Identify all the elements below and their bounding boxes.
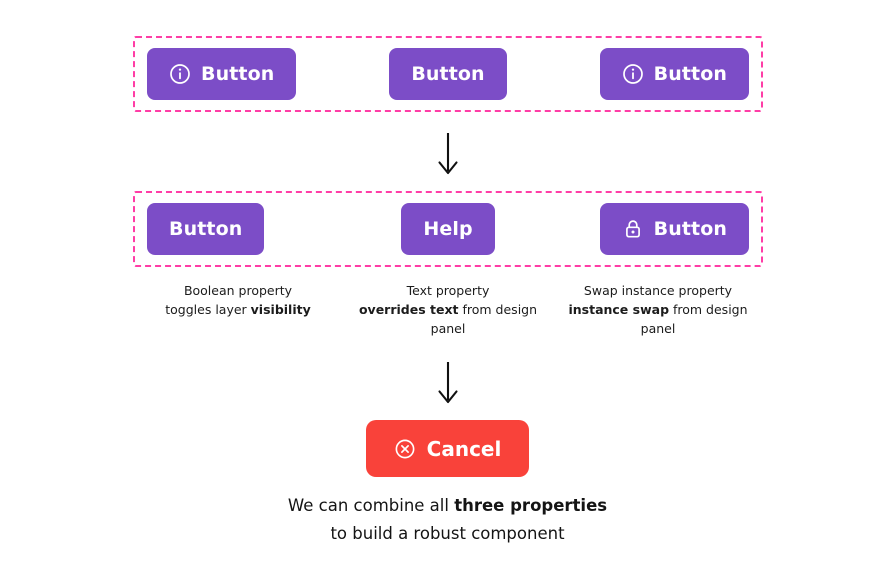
footer-line-1-pre: We can combine all bbox=[287, 496, 455, 515]
footer-note: We can combine all three properties to b… bbox=[0, 492, 895, 548]
row2-button-3[interactable]: Button bbox=[599, 203, 750, 255]
caption-text-property: Text property overrides text from design… bbox=[343, 281, 553, 338]
property-captions: Boolean property toggles layer visibilit… bbox=[133, 281, 763, 338]
down-arrow-icon bbox=[437, 362, 458, 404]
caption-3-line-2-bold: instance swap bbox=[568, 302, 670, 317]
row2-slot-left: Button bbox=[147, 203, 348, 255]
caption-3-line-3: panel bbox=[640, 321, 676, 336]
down-arrow-icon bbox=[437, 133, 458, 175]
combined-property-group-frame: Button Help Button bbox=[133, 191, 763, 267]
caption-1-line-1: Boolean property bbox=[183, 283, 293, 298]
boolean-property-group-frame: Button Button Button bbox=[133, 36, 763, 112]
row1-button-3-label: Button bbox=[653, 62, 728, 85]
row1-slot-center: Button bbox=[348, 48, 549, 100]
caption-2-line-2-bold: overrides text bbox=[358, 302, 459, 317]
footer-line-1-bold: three properties bbox=[454, 496, 608, 515]
caption-boolean-property: Boolean property toggles layer visibilit… bbox=[133, 281, 343, 338]
row1-slot-right: Button bbox=[548, 48, 750, 100]
caption-2-line-3: panel bbox=[430, 321, 466, 336]
caption-3-line-1: Swap instance property bbox=[583, 283, 733, 298]
row2-button-1[interactable]: Button bbox=[147, 203, 265, 255]
lock-icon bbox=[622, 218, 644, 240]
row1-button-2-label: Button bbox=[411, 62, 485, 85]
caption-1-line-2-pre: toggles layer bbox=[165, 302, 251, 317]
footer-line-1: We can combine all three properties bbox=[0, 492, 895, 520]
row2-button-help[interactable]: Help bbox=[401, 203, 495, 255]
row2-slot-right: Button bbox=[548, 203, 750, 255]
caption-1-line-2-bold: visibility bbox=[250, 302, 311, 317]
row2-button-help-label: Help bbox=[423, 217, 473, 240]
cancel-button[interactable]: Cancel bbox=[365, 420, 530, 477]
info-icon bbox=[622, 63, 644, 85]
flow-arrow-1 bbox=[0, 131, 895, 177]
flow-arrow-2 bbox=[0, 360, 895, 406]
row1-slot-left: Button bbox=[147, 48, 348, 100]
row2-button-1-label: Button bbox=[169, 217, 243, 240]
caption-2-line-1: Text property bbox=[406, 283, 490, 298]
row1-button-1[interactable]: Button bbox=[147, 48, 297, 100]
row2-slot-center: Help bbox=[348, 203, 549, 255]
footer-line-2: to build a robust component bbox=[330, 524, 565, 543]
row2-button-3-label: Button bbox=[653, 217, 728, 240]
caption-3-line-2-post: from design bbox=[669, 302, 748, 317]
row1-button-3[interactable]: Button bbox=[599, 48, 750, 100]
close-circle-icon bbox=[394, 438, 416, 460]
row1-button-2[interactable]: Button bbox=[389, 48, 507, 100]
caption-2-line-2-post: from design bbox=[458, 302, 538, 317]
cancel-button-label: Cancel bbox=[426, 436, 502, 461]
info-icon bbox=[169, 63, 191, 85]
row1-button-1-label: Button bbox=[201, 62, 275, 85]
caption-swap-instance-property: Swap instance property instance swap fro… bbox=[553, 281, 763, 338]
cancel-button-row: Cancel bbox=[0, 420, 895, 477]
